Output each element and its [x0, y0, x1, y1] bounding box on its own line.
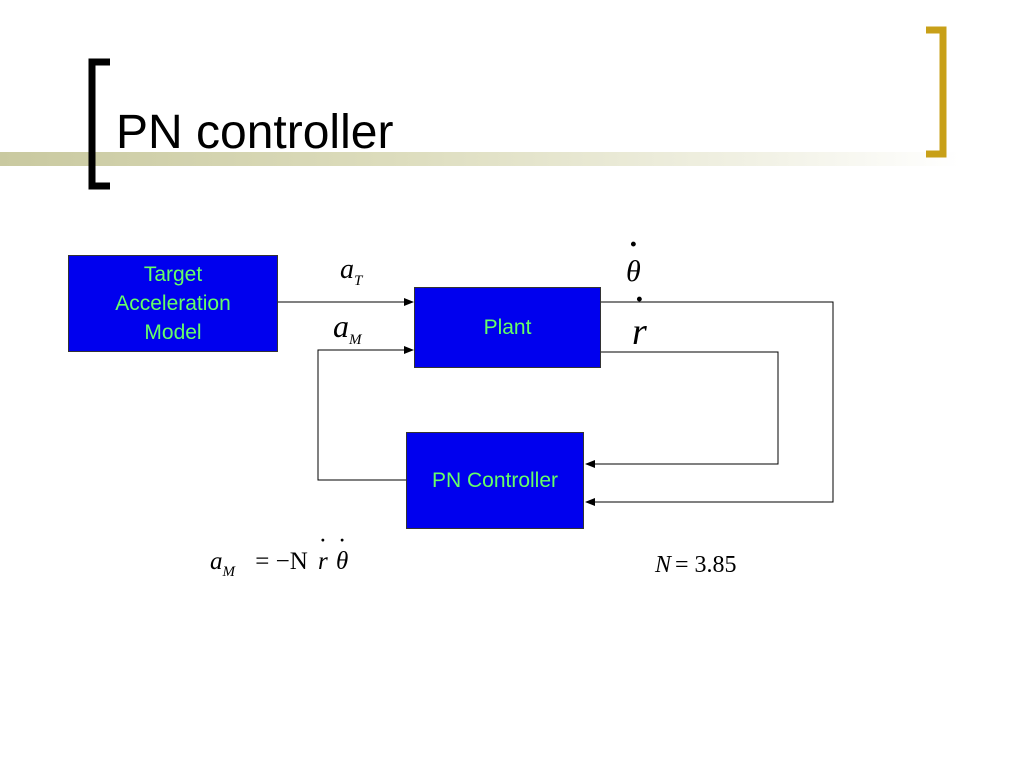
right-bracket: [926, 26, 947, 158]
title-underline-band: [0, 152, 960, 166]
slide-title: PN controller: [116, 106, 394, 159]
arrow-controller-to-plant: [317, 346, 414, 481]
signal-r-dot: r: [632, 310, 647, 354]
left-bracket: [88, 58, 110, 190]
signal-a-m: aM: [333, 308, 362, 348]
signal-a-t: aT: [340, 254, 363, 289]
target-acceleration-model-block: Target Acceleration Model: [68, 255, 278, 352]
pn-controller-label: PN Controller: [431, 469, 559, 492]
plant-label: Plant: [483, 316, 532, 339]
target-acceleration-model-label: Target Acceleration Model: [115, 263, 231, 344]
guidance-law-equation: aM = −N r θ: [210, 548, 348, 580]
arrow-r-dot-feedback: [585, 351, 779, 468]
signal-theta-dot: θ: [626, 255, 641, 289]
gain-equation: N= 3.85: [655, 552, 737, 578]
title-brackets: [88, 26, 947, 190]
pn-controller-block: PN Controller: [406, 432, 584, 529]
arrow-theta-dot-feedback: [585, 301, 834, 506]
plant-block: Plant: [414, 287, 601, 368]
